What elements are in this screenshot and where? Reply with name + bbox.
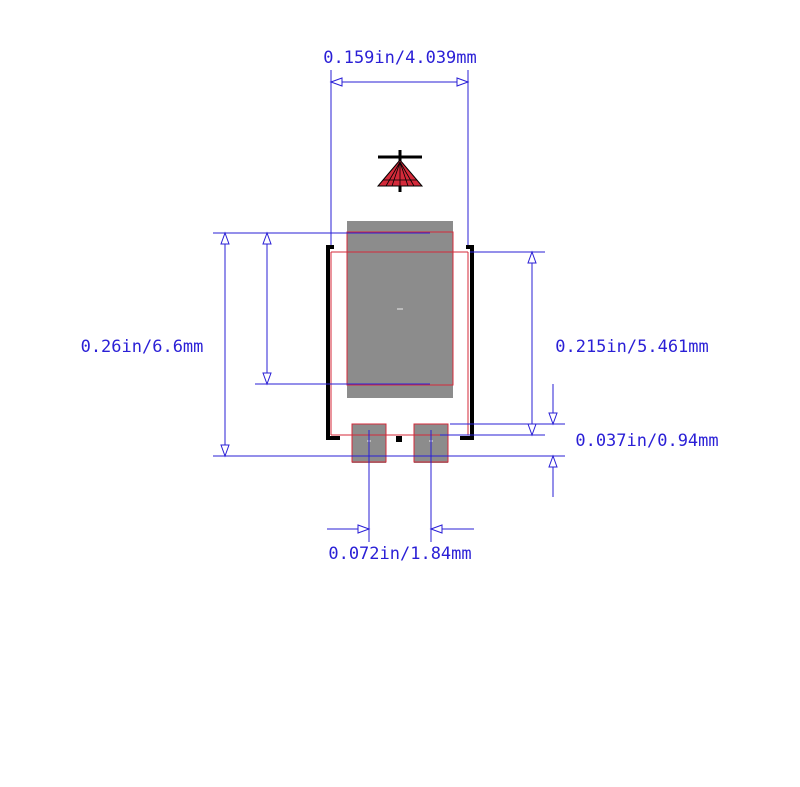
dimension-pitch: 0.072in/1.84mm (327, 430, 474, 564)
dimension-height-left: 0.26in/6.6mm (81, 231, 565, 458)
diode-symbol-icon (376, 150, 424, 192)
dimension-height-left-label: 0.26in/6.6mm (81, 337, 204, 357)
dimension-height-right: 0.215in/5.461mm (440, 250, 709, 437)
dimension-width-top: 0.159in/4.039mm (323, 48, 477, 248)
dimension-gap-label: 0.037in/0.94mm (575, 431, 718, 451)
dimension-gap: 0.037in/0.94mm (450, 384, 719, 497)
dimension-pitch-label: 0.072in/1.84mm (328, 544, 471, 564)
dimension-width-label: 0.159in/4.039mm (323, 48, 477, 68)
dimension-height-right-label: 0.215in/5.461mm (555, 337, 709, 357)
thermal-pad (346, 221, 454, 398)
silkscreen (326, 245, 474, 442)
